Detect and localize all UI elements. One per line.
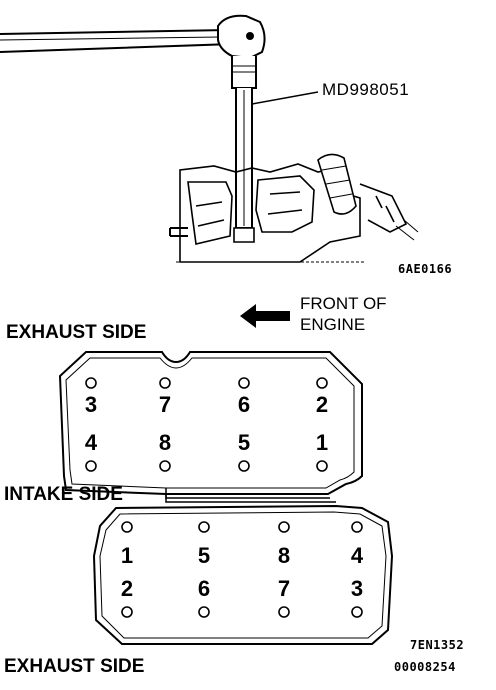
lower-head-outline bbox=[92, 504, 394, 645]
left-arrow-icon bbox=[240, 304, 290, 328]
intake-side-label: INTAKE SIDE bbox=[4, 484, 123, 505]
exhaust-side-bottom-label: EXHAUST SIDE bbox=[4, 656, 145, 677]
front-of-engine-line1: FRONT OF bbox=[300, 294, 387, 313]
upper-head-bolt-number: 4 bbox=[84, 430, 98, 455]
upper-head-bolt-number: 5 bbox=[237, 430, 251, 455]
upper-head-bolt-number: 2 bbox=[315, 392, 329, 417]
lower-head-bolt-number: 4 bbox=[350, 543, 364, 568]
upper-head-bolt-number: 3 bbox=[84, 392, 98, 417]
upper-head-bolt-number: 7 bbox=[158, 392, 172, 417]
front-of-engine-line2: ENGINE bbox=[300, 315, 366, 334]
lower-head-bolt-number: 7 bbox=[277, 576, 291, 601]
bolt-holes bbox=[85, 377, 363, 618]
upper-head-bolt-number: 6 bbox=[237, 392, 251, 417]
upper-head-bolt-number: 1 bbox=[315, 430, 329, 455]
upper-head-outline bbox=[58, 351, 363, 495]
figure-code-bottom-2: 00008254 bbox=[394, 660, 456, 674]
figure-code-bottom-1: 7EN1352 bbox=[410, 638, 465, 652]
exhaust-side-top-label: EXHAUST SIDE bbox=[6, 322, 147, 343]
intake-side-lines bbox=[165, 488, 336, 503]
wrench-illustration bbox=[0, 14, 319, 229]
lower-head-bolt-number: 3 bbox=[350, 576, 364, 601]
lower-head-bolt-number: 2 bbox=[120, 576, 134, 601]
engine-illustration bbox=[169, 153, 419, 263]
tool-callout: MD998051 bbox=[322, 80, 410, 99]
lower-head-bolt-number: 6 bbox=[197, 576, 211, 601]
lower-head-bolt-number: 8 bbox=[277, 543, 291, 568]
upper-head-bolt-number: 8 bbox=[158, 430, 172, 455]
figure-code-top: 6AE0166 bbox=[398, 262, 453, 276]
lower-head-bolt-number: 1 bbox=[120, 543, 134, 568]
lower-head-bolt-number: 5 bbox=[197, 543, 211, 568]
